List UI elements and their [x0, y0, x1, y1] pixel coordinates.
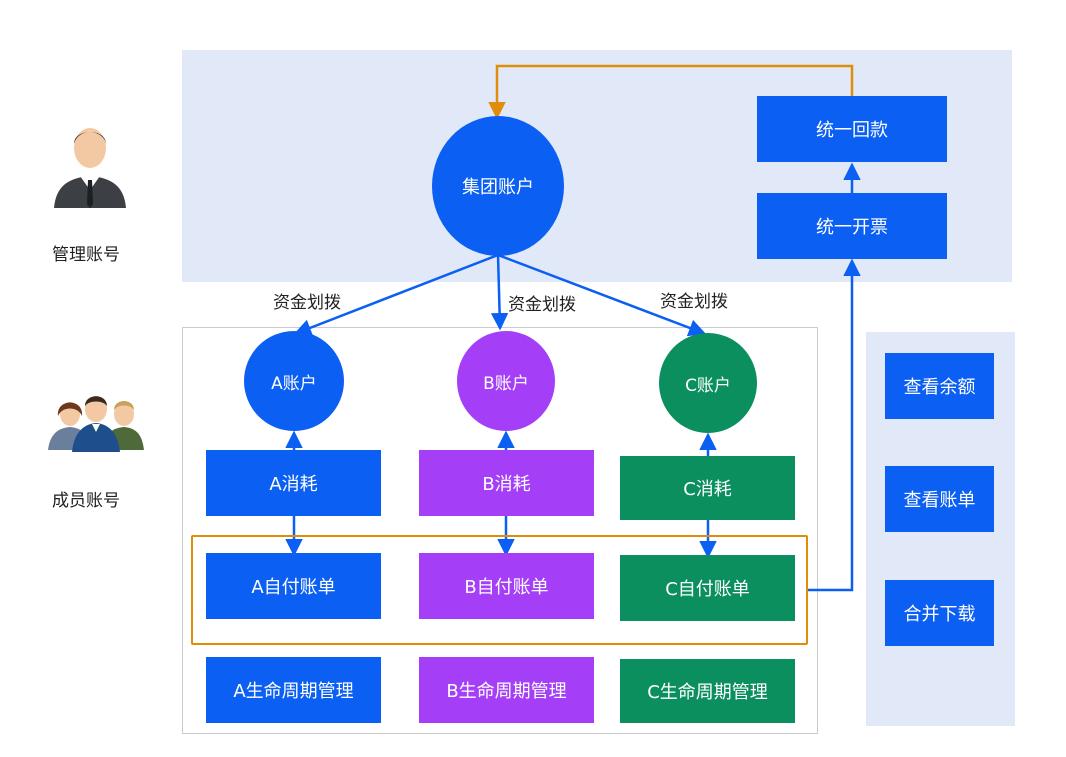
- member-account-a: A账户: [244, 331, 344, 431]
- member-account-label: 成员账号: [52, 491, 120, 511]
- unified-payment-box: 统一回款: [757, 96, 947, 162]
- self-pay-bill-a: A自付账单: [206, 553, 381, 619]
- single-person-icon: [54, 128, 126, 208]
- admin-account-label: 管理账号: [52, 245, 120, 265]
- group-account-node: 集团账户: [432, 116, 564, 256]
- self-pay-bill-c: C自付账单: [620, 555, 795, 621]
- consumption-box-b: B消耗: [419, 450, 594, 516]
- lifecycle-box-b: B生命周期管理: [419, 657, 594, 723]
- transfer-label-a: 资金划拨: [273, 293, 341, 313]
- self-pay-bill-b: B自付账单: [419, 553, 594, 619]
- merge-download-button[interactable]: 合并下载: [885, 580, 994, 646]
- lifecycle-box-a: A生命周期管理: [206, 657, 381, 723]
- transfer-arrow-a: [293, 253, 499, 337]
- transfer-arrow-b: [490, 254, 509, 331]
- self-pay-bill-frame: [191, 535, 808, 645]
- transfer-label-b: 资金划拨: [508, 295, 576, 315]
- return-arrow: [488, 64, 854, 120]
- member-account-c: C账户: [659, 333, 757, 433]
- unified-invoice-box: 统一开票: [757, 193, 947, 259]
- transfer-label-c: 资金划拨: [660, 292, 728, 312]
- consumption-box-a: A消耗: [206, 450, 381, 516]
- view-balance-button[interactable]: 查看余额: [885, 353, 994, 419]
- lifecycle-box-c: C生命周期管理: [620, 659, 795, 723]
- group-people-icon: [48, 396, 144, 452]
- transfer-arrow-c: [497, 253, 707, 337]
- view-bill-button[interactable]: 查看账单: [885, 466, 994, 532]
- invoice-arrow: [808, 258, 861, 592]
- member-account-b: B账户: [457, 331, 555, 431]
- consumption-box-c: C消耗: [620, 456, 795, 520]
